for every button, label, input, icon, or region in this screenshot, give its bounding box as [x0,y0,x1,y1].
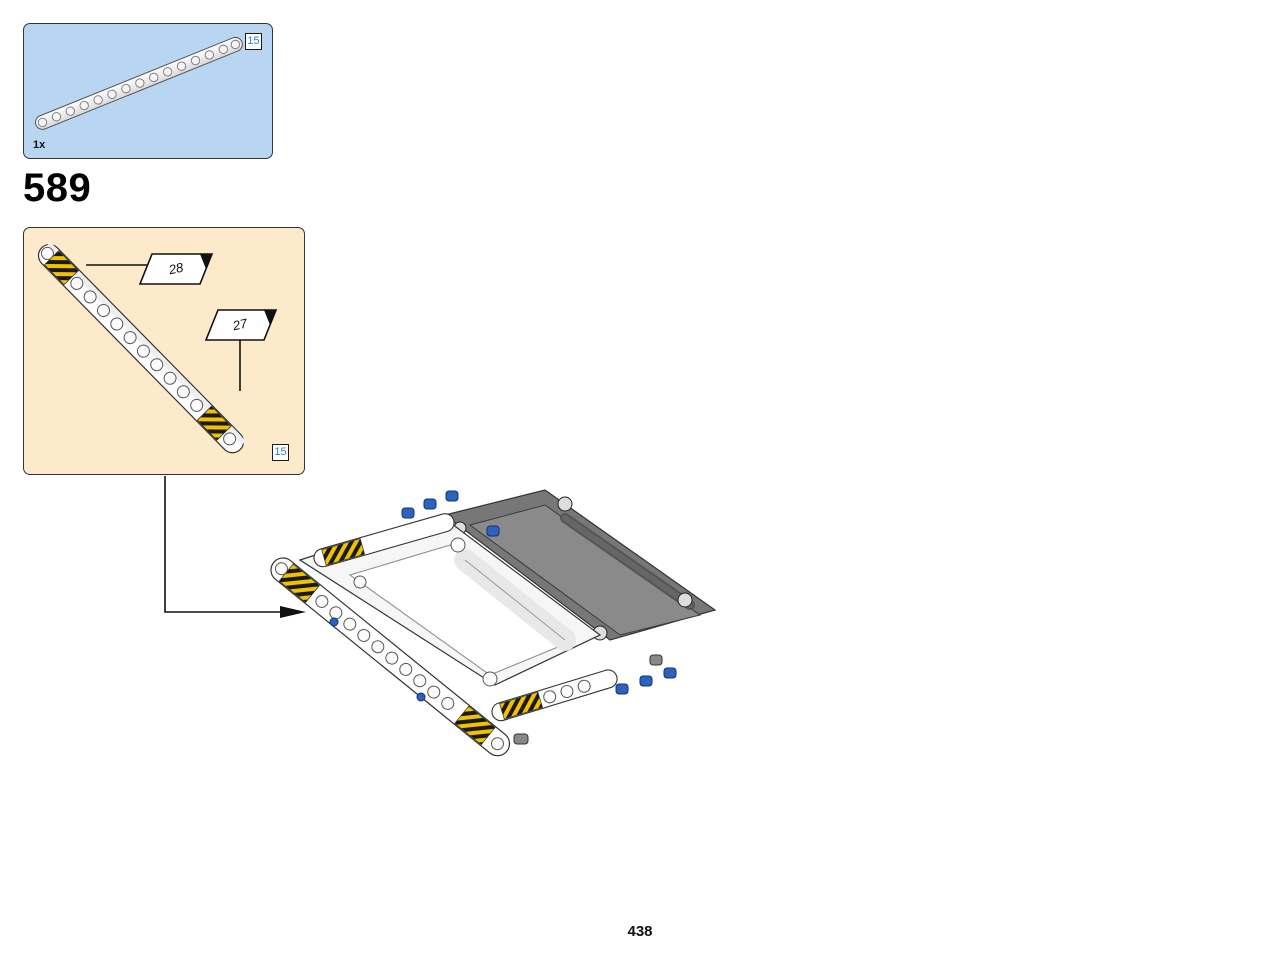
white-beam-15-icon [34,36,243,130]
step-number: 589 [23,166,92,210]
beam-length-tag: 15 [245,33,262,50]
beam-length-tag: 15 [272,444,289,461]
sticker-sheet-icon [204,309,278,341]
part-quantity: 1x [33,139,46,151]
subassembly-callout: 28 27 15 [23,227,305,475]
parts-callout: 15 1x [23,23,273,159]
sticker-sheet-icon [138,253,214,285]
page-number: 438 [627,923,653,940]
sticker-beam-illustration [37,243,278,454]
